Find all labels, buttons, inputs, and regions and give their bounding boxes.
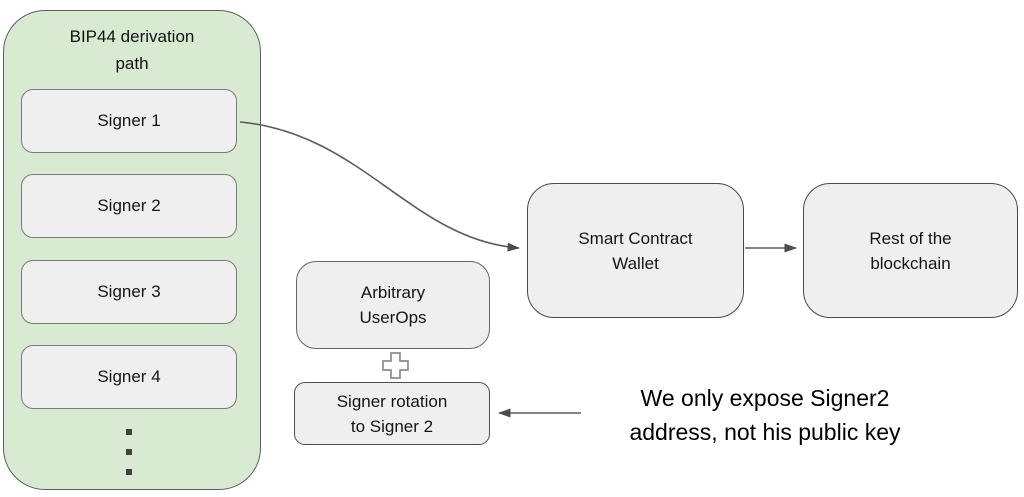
arbitrary-userops-node: Arbitrary UserOps bbox=[296, 261, 490, 349]
arrow-signer1-to-wallet bbox=[239, 121, 520, 252]
smart-contract-wallet-node: Smart Contract Wallet bbox=[527, 183, 744, 318]
rest-of-blockchain-node: Rest of the blockchain bbox=[803, 183, 1018, 318]
vertical-ellipsis-icon bbox=[126, 429, 132, 475]
signer-rotation-node: Signer rotation to Signer 2 bbox=[294, 382, 490, 445]
bip44-derivation-group: BIP44 derivation path Signer 1 Signer 2 … bbox=[3, 10, 261, 490]
signer-3-node: Signer 3 bbox=[21, 260, 237, 324]
plus-icon bbox=[381, 351, 410, 380]
annotation-text: We only expose Signer2 address, not his … bbox=[629, 385, 901, 445]
signer-2-node: Signer 2 bbox=[21, 174, 237, 238]
signer-4-node: Signer 4 bbox=[21, 345, 237, 409]
group-title: BIP44 derivation path bbox=[69, 27, 195, 73]
signer-1-node: Signer 1 bbox=[21, 89, 237, 153]
